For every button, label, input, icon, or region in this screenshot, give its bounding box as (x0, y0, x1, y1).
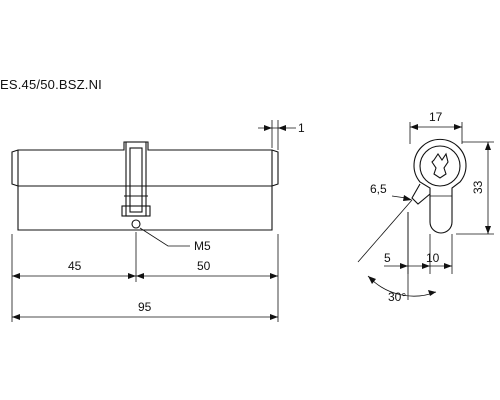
angle-arrow-left (368, 276, 376, 284)
angle-label: 30° (388, 290, 406, 304)
cam-radius-label: 6,5 (370, 182, 387, 196)
angle-ref-line (357, 199, 413, 263)
arrow-17-left (410, 124, 418, 130)
overhang-label: 1 (298, 121, 305, 135)
plug-circle (419, 145, 461, 187)
arrow-10-left (422, 263, 430, 269)
left-length-label: 45 (68, 259, 82, 273)
cylinder-profile-view: 17 33 6,5 5 10 30° (357, 110, 494, 304)
cam-inner (129, 147, 143, 213)
drawing-title: ES.45/50.BSZ.NI (0, 77, 102, 92)
screw-leader-line (139, 227, 190, 247)
arrow-95-right (270, 314, 278, 320)
cam-offset-label: 5 (384, 251, 391, 265)
keyhole-icon (431, 152, 449, 179)
overhang-arrow-left (264, 125, 272, 131)
arrow-50-right (270, 273, 278, 279)
profile-width-label: 17 (429, 110, 443, 124)
cam-foot (121, 205, 151, 217)
arrow-33-bottom (485, 226, 491, 234)
right-length-label: 50 (197, 259, 211, 273)
arrow-33-top (485, 142, 491, 150)
cam-arm (411, 183, 431, 205)
profile-outline (413, 138, 467, 234)
screw-label: M5 (194, 239, 211, 253)
arrow-5-right (400, 263, 408, 269)
angle-arrow-right (428, 290, 436, 296)
arrow-95-left (12, 314, 20, 320)
cam-slot (125, 141, 147, 217)
arrow-45-right (128, 273, 136, 279)
angle-arc (367, 275, 437, 297)
arrow-50-left (136, 273, 144, 279)
overhang-arrow-right (278, 125, 286, 131)
radius-arrow (403, 195, 412, 201)
arrow-17-right (454, 124, 462, 130)
arrow-10-right (444, 263, 452, 269)
total-length-label: 95 (138, 300, 152, 314)
bottom-width-label: 10 (426, 251, 440, 265)
cylinder-side-view: M5 1 45 50 95 (11, 120, 305, 322)
screw-hole (131, 219, 141, 229)
profile-height-label: 33 (471, 180, 485, 194)
cylinder-body-outline (11, 141, 279, 231)
arrow-45-left (12, 273, 20, 279)
